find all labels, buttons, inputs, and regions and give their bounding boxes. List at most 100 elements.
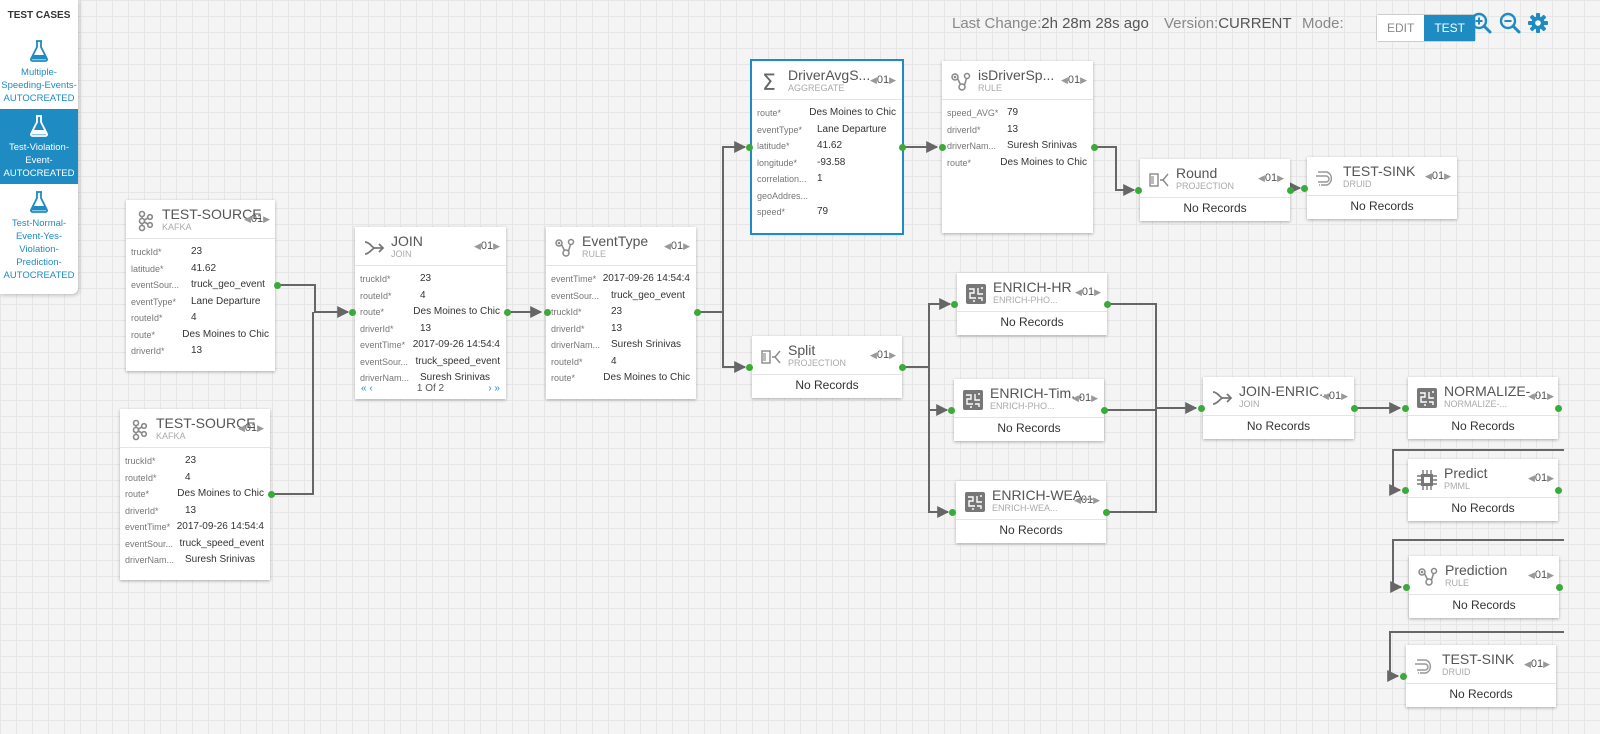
node-in-port[interactable] [948, 508, 956, 516]
node-joinenrich[interactable]: JOIN-ENRIC...JOIN◀01▶No Records [1203, 377, 1354, 439]
node-out-port[interactable] [693, 308, 701, 316]
prev-record-icon[interactable]: ◀ [238, 423, 245, 433]
test-case-item[interactable]: Test-Violation-Event-AUTOCREATED [0, 109, 78, 184]
next-record-icon[interactable]: ▶ [1547, 391, 1555, 401]
record-number: 01 [1534, 390, 1548, 402]
prev-record-icon[interactable]: ◀ [1074, 495, 1081, 505]
next-record-icon[interactable]: ▶ [1547, 473, 1555, 483]
node-out-port[interactable] [1554, 486, 1562, 494]
prev-record-icon[interactable]: ◀ [1528, 473, 1535, 483]
next-record-icon[interactable]: ▶ [1444, 171, 1452, 181]
field-name: driverNam... [551, 340, 601, 350]
test-case-item[interactable]: Multiple-Speeding-Events-AUTOCREATED [0, 34, 78, 106]
next-record-icon[interactable]: ▶ [889, 75, 897, 85]
node-out-port[interactable] [1555, 583, 1563, 591]
zoom-in-icon[interactable] [1470, 12, 1492, 34]
prev-record-icon[interactable]: ◀ [1322, 391, 1329, 401]
mode-test-button[interactable]: TEST [1424, 15, 1476, 41]
next-record-icon[interactable]: ▶ [1091, 393, 1099, 403]
node-out-port[interactable] [273, 281, 281, 289]
field-value: Des Moines to Chic [177, 488, 264, 499]
node-out-port[interactable] [898, 143, 906, 151]
node-out-port[interactable] [503, 308, 511, 316]
node-in-port[interactable] [745, 363, 753, 371]
prev-record-icon[interactable]: ◀ [474, 241, 481, 251]
next-record-icon[interactable]: ▶ [257, 423, 265, 433]
node-in-port[interactable] [1401, 404, 1409, 412]
node-in-port[interactable] [947, 406, 955, 414]
node-normalize[interactable]: NORMALIZE-...NORMALIZE-...◀01▶No Records [1408, 377, 1558, 439]
next-record-icon[interactable]: ▶ [263, 214, 271, 224]
mode-edit-button[interactable]: EDIT [1377, 15, 1425, 41]
prev-record-icon[interactable]: ◀ [1061, 75, 1068, 85]
next-record-icon[interactable]: ▶ [1543, 659, 1551, 669]
last-change-label: Last Change: [952, 15, 1042, 32]
prev-record-icon[interactable]: ◀ [1425, 171, 1432, 181]
prev-record-icon[interactable]: ◀ [1524, 659, 1531, 669]
test-case-item[interactable]: Test-Normal-Event-Yes-Violation-Predicti… [0, 185, 78, 287]
node-out-port[interactable] [1554, 404, 1562, 412]
prev-record-icon[interactable]: ◀ [1258, 173, 1265, 183]
node-out-port[interactable] [1286, 186, 1294, 194]
next-record-icon[interactable]: ▶ [1093, 495, 1101, 505]
prev-record-icon[interactable]: ◀ [664, 241, 671, 251]
next-record-icon[interactable]: ▶ [1277, 173, 1285, 183]
next-record-icon[interactable]: ▶ [683, 241, 691, 251]
pager-next-button[interactable]: › » [488, 383, 500, 394]
node-in-port[interactable] [745, 143, 753, 151]
node-out-port[interactable] [267, 490, 275, 498]
node-out-port[interactable] [1100, 406, 1108, 414]
prev-record-icon[interactable]: ◀ [870, 350, 877, 360]
node-out-port[interactable] [1102, 508, 1110, 516]
node-out-port[interactable] [898, 363, 906, 371]
node-in-port[interactable] [1399, 672, 1407, 680]
node-enrichtim[interactable]: ENRICH-Tim...ENRICH-PHO...◀01▶No Records [954, 379, 1104, 441]
prev-record-icon[interactable]: ◀ [870, 75, 877, 85]
prev-record-icon[interactable]: ◀ [1528, 570, 1535, 580]
next-record-icon[interactable]: ▶ [889, 350, 897, 360]
node-in-port[interactable] [1197, 404, 1205, 412]
node-in-port[interactable] [1401, 486, 1409, 494]
node-out-port[interactable] [1103, 300, 1111, 308]
prev-record-icon[interactable]: ◀ [1075, 287, 1082, 297]
kafka-icon [134, 210, 156, 232]
node-out-port[interactable] [1350, 404, 1358, 412]
gear-icon[interactable] [1527, 12, 1549, 34]
field-value: truck_speed_event [179, 537, 264, 549]
next-record-icon[interactable]: ▶ [1547, 570, 1555, 580]
prev-record-icon[interactable]: ◀ [1072, 393, 1079, 403]
node-in-port[interactable] [348, 308, 356, 316]
next-record-icon[interactable]: ▶ [493, 241, 501, 251]
node-in-port[interactable] [543, 308, 551, 316]
node-in-port[interactable] [950, 300, 958, 308]
field-row: eventTime*2017-09-26 14:54:4 [551, 271, 690, 288]
node-in-port[interactable] [1134, 186, 1142, 194]
node-in-port[interactable] [1402, 583, 1410, 591]
node-out-port[interactable] [1090, 143, 1098, 151]
next-record-icon[interactable]: ▶ [1094, 287, 1102, 297]
node-in-port[interactable] [1300, 184, 1308, 192]
field-value: truck_speed_event [415, 355, 500, 367]
next-record-icon[interactable]: ▶ [1080, 75, 1088, 85]
node-in-port[interactable] [938, 143, 946, 151]
prev-record-icon[interactable]: ◀ [1528, 391, 1535, 401]
next-record-icon[interactable]: ▶ [1341, 391, 1349, 401]
prev-record-icon[interactable]: ◀ [244, 214, 251, 224]
node-enrichwea[interactable]: ENRICH-WEA...ENRICH-WEA...◀01▶No Records [956, 481, 1106, 543]
pager-prev-button[interactable]: « ‹ [361, 383, 373, 394]
zoom-out-icon[interactable] [1499, 12, 1521, 34]
